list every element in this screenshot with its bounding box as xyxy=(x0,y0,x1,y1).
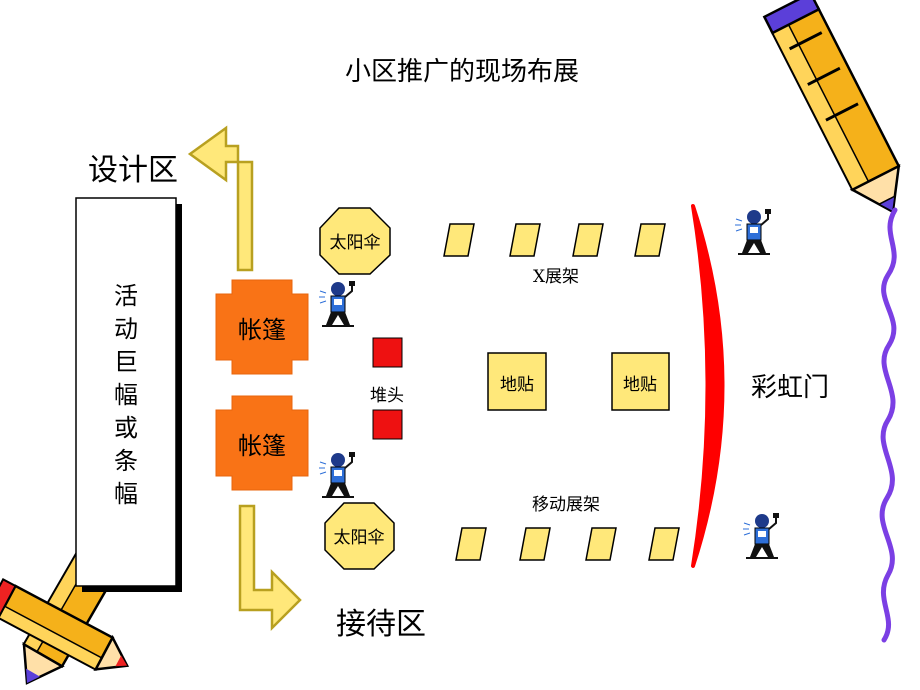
pile-head-bottom xyxy=(373,410,402,439)
design-zone-label: 设计区 xyxy=(88,153,178,188)
svg-text:幅: 幅 xyxy=(114,381,138,409)
staff-figure-icon xyxy=(318,450,358,498)
design-zone-arrow xyxy=(190,128,252,270)
floor-sticker-left: 地贴 xyxy=(488,353,546,410)
pile-head-label: 堆头 xyxy=(370,386,404,406)
svg-text:地贴: 地贴 xyxy=(623,375,657,395)
staff-figure-icon xyxy=(742,511,782,559)
reception-zone-label: 接待区 xyxy=(336,607,426,642)
mobile-stand-row xyxy=(456,528,679,560)
svg-text:太阳伞: 太阳伞 xyxy=(330,233,381,253)
tent-top: 帐篷 xyxy=(216,280,308,374)
floor-sticker-right: 地贴 xyxy=(612,353,669,410)
umbrella-top: 太阳伞 xyxy=(320,208,390,274)
svg-text:活: 活 xyxy=(114,282,138,310)
svg-text:或: 或 xyxy=(114,414,138,442)
umbrella-bottom: 太阳伞 xyxy=(325,503,394,569)
svg-text:帐篷: 帐篷 xyxy=(238,316,286,344)
tent-bottom: 帐篷 xyxy=(216,396,308,490)
mobile-stand-label: 移动展架 xyxy=(532,495,600,515)
pile-head-top xyxy=(373,338,402,367)
svg-text:幅: 幅 xyxy=(114,480,138,508)
svg-text:太阳伞: 太阳伞 xyxy=(334,528,385,548)
x-stand-row xyxy=(444,224,665,256)
decorative-squiggle xyxy=(882,210,895,640)
x-stand-label: X展架 xyxy=(533,267,579,287)
svg-text:条: 条 xyxy=(114,447,138,475)
staff-figure-icon xyxy=(734,207,774,255)
rainbow-gate xyxy=(693,206,723,566)
reception-zone-arrow xyxy=(240,506,300,628)
page-title: 小区推广的现场布展 xyxy=(345,57,579,87)
svg-text:巨: 巨 xyxy=(114,348,138,376)
svg-text:地贴: 地贴 xyxy=(500,375,534,395)
svg-text:动: 动 xyxy=(114,315,138,343)
banner-box: 活 动 巨 幅 或 条 幅 xyxy=(76,198,182,592)
svg-text:帐篷: 帐篷 xyxy=(238,432,286,460)
rainbow-gate-label: 彩虹门 xyxy=(751,373,829,403)
pencil-icon xyxy=(764,0,916,224)
staff-figure-icon xyxy=(318,279,358,327)
